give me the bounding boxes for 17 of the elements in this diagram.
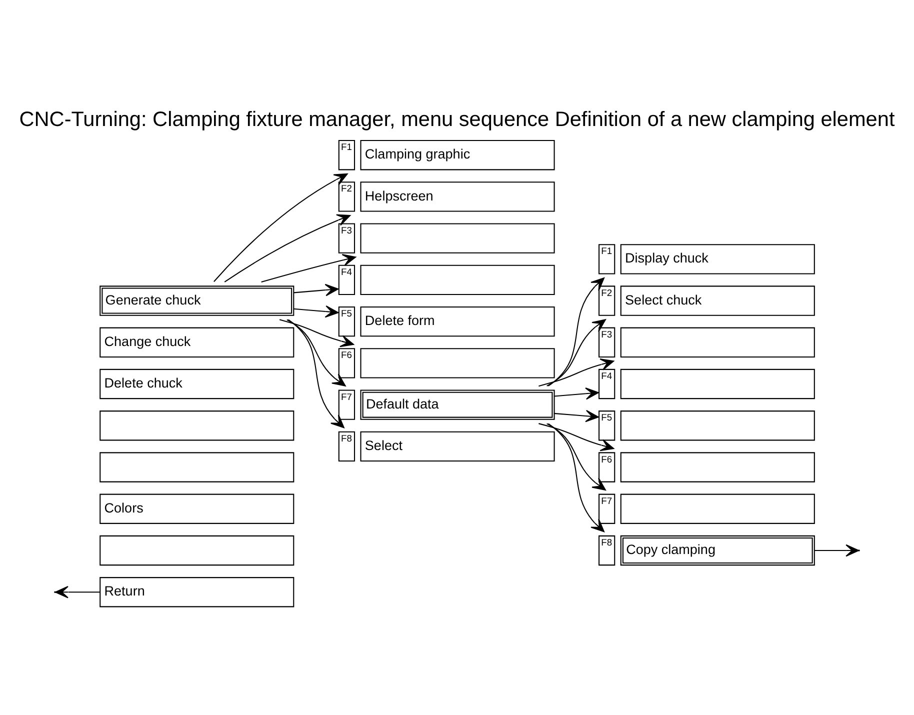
node-label: F8 — [601, 536, 612, 547]
node-label: F5 — [340, 308, 352, 318]
node-label: F2 — [340, 183, 352, 194]
node-label: F7 — [340, 391, 352, 402]
node-label: F1 — [340, 142, 352, 152]
node-label: F4 — [340, 266, 352, 276]
node-label: F1 — [601, 246, 612, 256]
node-label: F2 — [601, 287, 612, 298]
node-label: F4 — [601, 370, 612, 381]
node-label: F6 — [601, 454, 612, 464]
node-label: F3 — [601, 328, 612, 339]
node-label: F3 — [340, 224, 352, 235]
node-label: F8 — [340, 432, 352, 443]
diagram-title: CNC-Turning: Clamping fixture manager, menu sequence Definition of a new clamping element — [19, 107, 895, 130]
node-label: F5 — [601, 412, 612, 422]
node-label: F6 — [340, 350, 352, 360]
node-label: F7 — [601, 495, 612, 506]
